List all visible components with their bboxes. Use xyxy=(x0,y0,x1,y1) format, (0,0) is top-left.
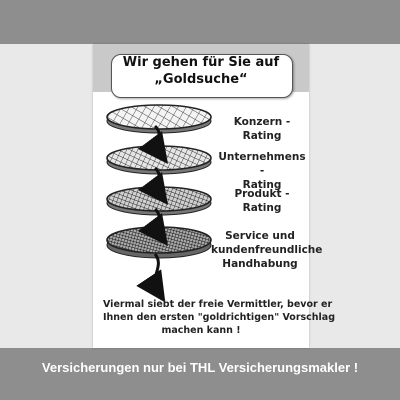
infographic-card: Wir gehen für Sie auf „Goldsuche“ xyxy=(93,44,336,348)
header-label-box xyxy=(111,54,293,98)
arrow-2 xyxy=(138,166,168,206)
level-label-4: Service und kundenfreundliche Handhabung xyxy=(211,230,323,270)
arrow-1 xyxy=(138,124,168,165)
arrow-4 xyxy=(136,253,166,303)
header-title: Wir gehen für Sie auf „Goldsuche“ xyxy=(111,54,291,88)
header-title-line-1: Wir gehen für Sie auf xyxy=(122,55,280,70)
level-label-2: Unternehmens - Rating xyxy=(218,151,306,191)
header-title-line-2: „Goldsuche“ xyxy=(154,72,248,87)
caption: Versicherungen nur bei THL Versicherungs… xyxy=(41,360,359,375)
arrow-3 xyxy=(138,207,168,247)
level-label-3: Produkt - Rating xyxy=(234,188,290,214)
sieve-1 xyxy=(106,104,212,134)
bottom-description: Viermal siebt der freie Vermittler, bevo… xyxy=(103,299,336,336)
sieve-diagram xyxy=(106,104,212,303)
top-bar xyxy=(0,0,400,44)
level-label-1: Konzern - Rating xyxy=(233,116,291,142)
